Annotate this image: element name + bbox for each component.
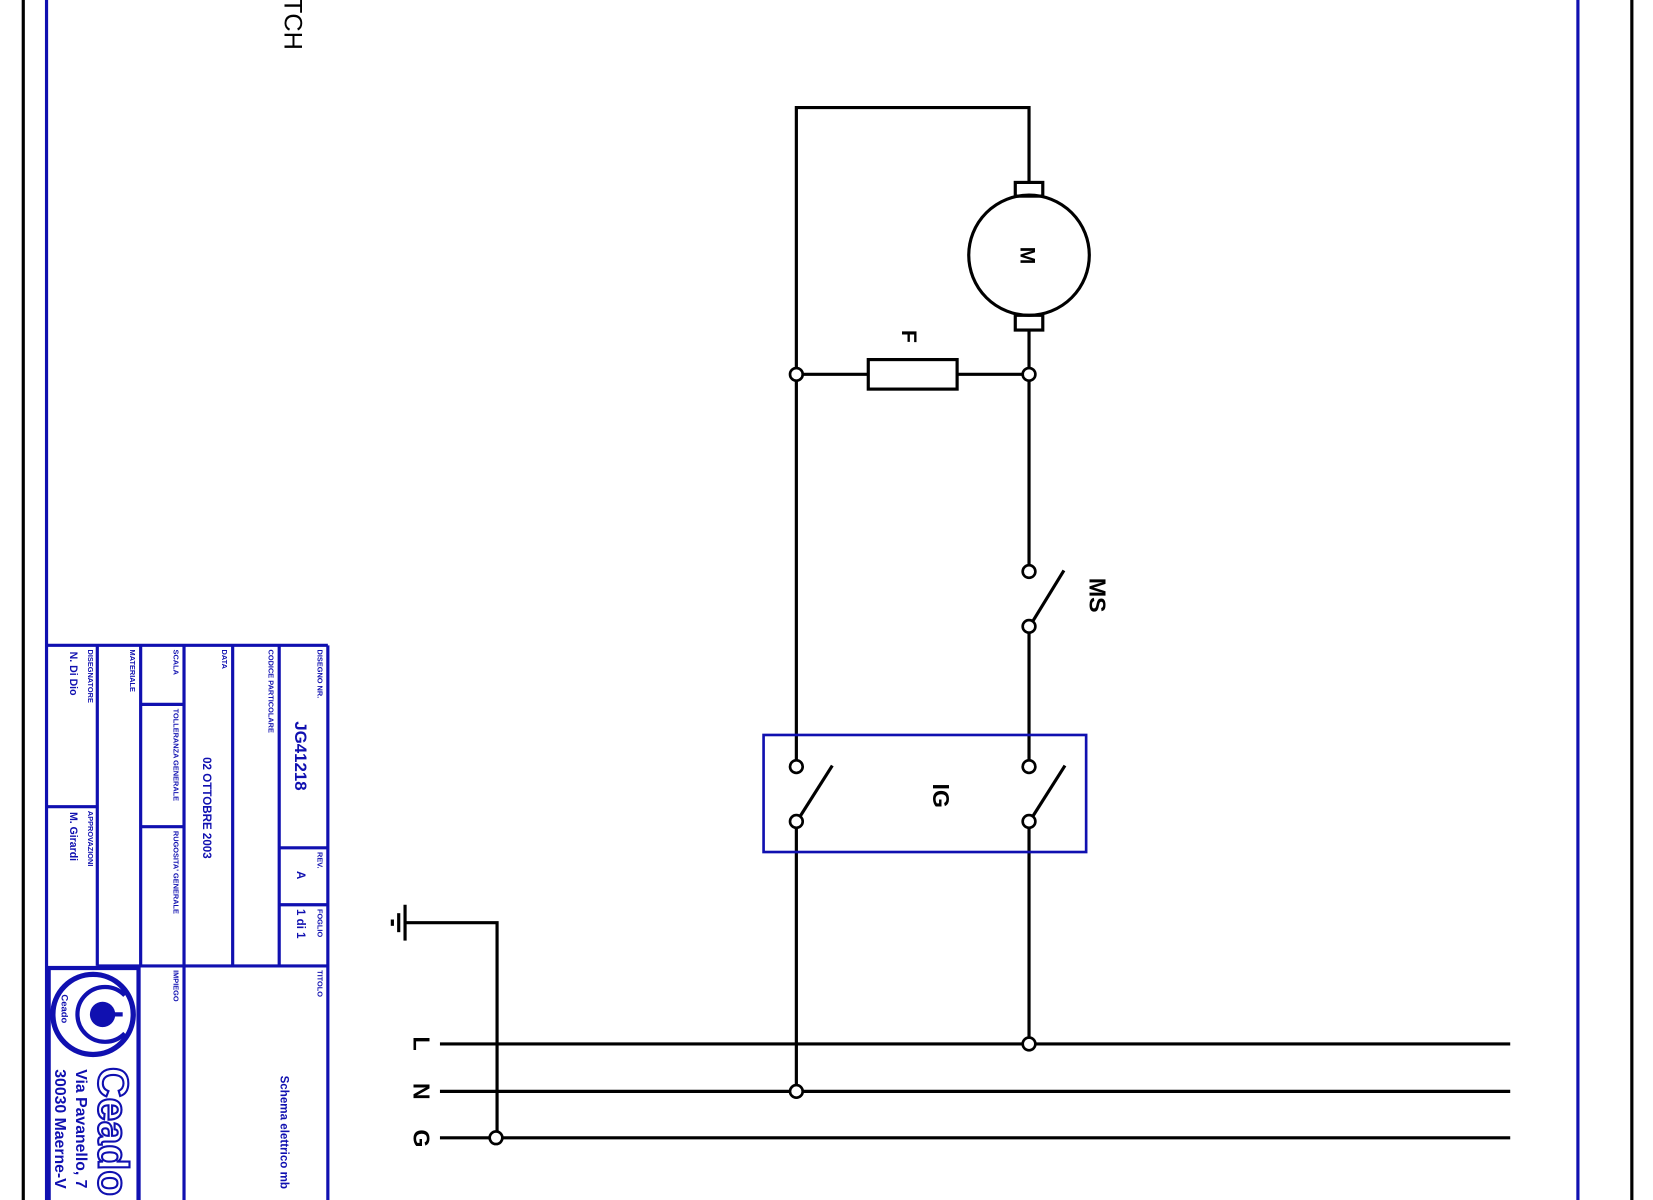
line-G-label: G [409,1129,435,1147]
approver-name: M. Girardi [67,812,79,861]
logo-text: Ceado [58,994,69,1023]
part-code-label: CODICE PARTICOLARE [267,650,276,733]
sheet-label: FOGLIO [315,909,324,937]
date-label: DATA [220,650,229,670]
usage-label: IMPIEGO [171,970,180,1002]
drawing-nr: JG41218 [291,721,310,790]
sheet-value: 1 di 1 [294,909,307,939]
company-name: Ceado [89,1067,136,1196]
drawing-nr-label: DISEGNO NR. [315,650,324,699]
rev-value: A [294,871,307,880]
date-value: 02 OTTOBRE 2003 [200,757,213,859]
title-block: DISEGNO NR. REV. FOGLIO TITOLO CODICE PA… [46,643,330,1200]
micro-switch-label: MS [1084,578,1110,613]
line-N-label: N [409,1083,435,1100]
main-switch-label: IG [928,783,954,807]
note-fragment-1: TCH [278,0,306,50]
wiring [405,105,1511,1140]
fuse-label: F [897,330,920,343]
designer-name: N. Di Dio [67,652,79,696]
rev-label: REV. [315,852,324,869]
junction-nodes [488,366,1037,1146]
roughness-label: RUGOSITA' GENERALE [171,831,180,914]
motor-label: M [1016,247,1039,265]
drawing-title: Schema elettrico mb [277,1076,290,1189]
title-label: TITOLO [315,970,324,997]
motor-symbol: M [967,180,1091,332]
scale-label: SCALA [171,650,180,676]
approvals-label: APPROVAZIONI [86,811,95,867]
designer-label: DISEGNATORE [86,650,95,703]
fuse-symbol: F [866,330,959,391]
line-L-label: L [409,1037,435,1051]
tolerance-label: TOLLERANZA GENERALE [171,709,180,802]
main-switch-symbol: IG [762,733,1088,854]
ground-icon [390,904,407,941]
company-address-line2: 30030 Maerne-V [51,1069,68,1189]
company-logo: Ceado [50,971,136,1058]
material-label: MATERIALE [128,650,137,692]
company-address-line1: Via Pavanello, 7 [72,1069,89,1188]
micro-switch-symbol: MS [1030,569,1110,623]
